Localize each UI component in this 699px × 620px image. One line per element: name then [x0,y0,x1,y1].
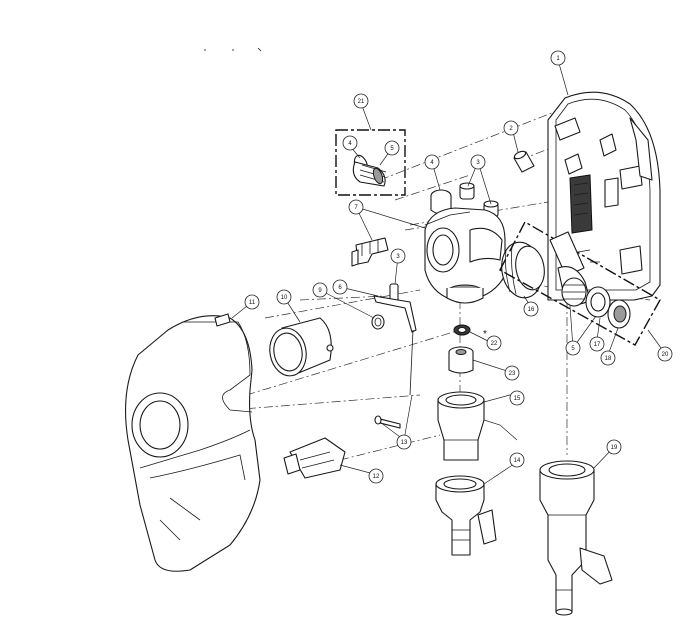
part-13-screw [374,415,401,429]
callout-14: 14 [509,452,525,468]
part-20-filter-group [499,221,661,346]
part-22-nut [453,324,471,336]
svg-text:9: 9 [318,288,322,294]
callout-16: 16 [523,301,539,317]
callout-5b: 5 [565,340,581,356]
svg-text:20: 20 [662,352,669,358]
svg-text:3: 3 [396,254,400,260]
svg-text:2: 2 [509,126,513,132]
svg-text:21: 21 [358,99,365,105]
part-9-small-ring [371,314,385,330]
svg-text:7: 7 [354,205,358,211]
svg-text:4: 4 [430,160,434,166]
part-19-tee [539,460,613,616]
svg-text:6: 6 [338,285,342,291]
svg-text:11: 11 [249,300,256,306]
callout-17: 17 [589,336,605,352]
stray-marks [204,47,262,52]
svg-text:3: 3 [476,160,480,166]
part-7-clip [351,237,389,267]
svg-text:5: 5 [390,146,394,152]
callout-10: 10 [276,289,292,305]
callout-21: 21 [353,93,369,109]
part-14-outlet-fitting [435,475,497,556]
callout-15: 15 [509,390,525,406]
part-11-housing-cover [124,313,261,572]
callout-19: 19 [606,439,622,455]
central-valve-body [424,207,506,304]
svg-text:4: 4 [348,141,352,147]
svg-text:19: 19 [611,445,618,451]
svg-text:17: 17 [594,342,601,348]
part-12-lever [283,437,346,479]
part-16-threaded-ring [501,241,545,299]
callout-20: 20 [657,346,673,362]
callout-1: 1 [550,50,566,66]
callout-13: 13 [396,434,412,450]
callout-2: 2 [503,120,519,136]
svg-text:15: 15 [514,396,521,402]
callout-4a: 4 [424,154,440,170]
callout-6: 6 [332,279,348,295]
callout-9: 9 [312,282,328,298]
svg-text:23: 23 [509,371,516,377]
callout-3a: 3 [470,154,486,170]
svg-text:18: 18 [605,356,612,362]
callout-7: 7 [348,199,364,215]
asterisk-note: * [483,329,487,340]
callout-3b: 3 [390,248,406,264]
leader-lines [231,59,665,485]
svg-text:5: 5 [571,346,575,352]
svg-text:12: 12 [373,474,380,480]
callout-22: 22 [486,335,502,351]
part-23-spacer [448,346,474,374]
part-21-cartridge-group [335,129,406,196]
svg-text:22: 22 [491,341,498,347]
svg-text:1: 1 [556,56,560,62]
part-6-latch-lever [373,283,417,396]
callout-11: 11 [244,294,260,310]
svg-text:10: 10 [281,295,288,301]
callout-23: 23 [504,365,520,381]
part-2-pin [513,150,535,173]
callout-18: 18 [600,350,616,366]
svg-text:13: 13 [401,440,408,446]
svg-text:16: 16 [528,307,535,313]
part-1-back-plate [547,91,661,301]
callout-5a: 5 [384,140,400,156]
callout-12: 12 [368,468,384,484]
callout-4b: 4 [342,135,358,151]
part-10-sleeve [269,317,334,377]
part-15-fitting [437,391,485,461]
svg-text:14: 14 [514,458,521,464]
